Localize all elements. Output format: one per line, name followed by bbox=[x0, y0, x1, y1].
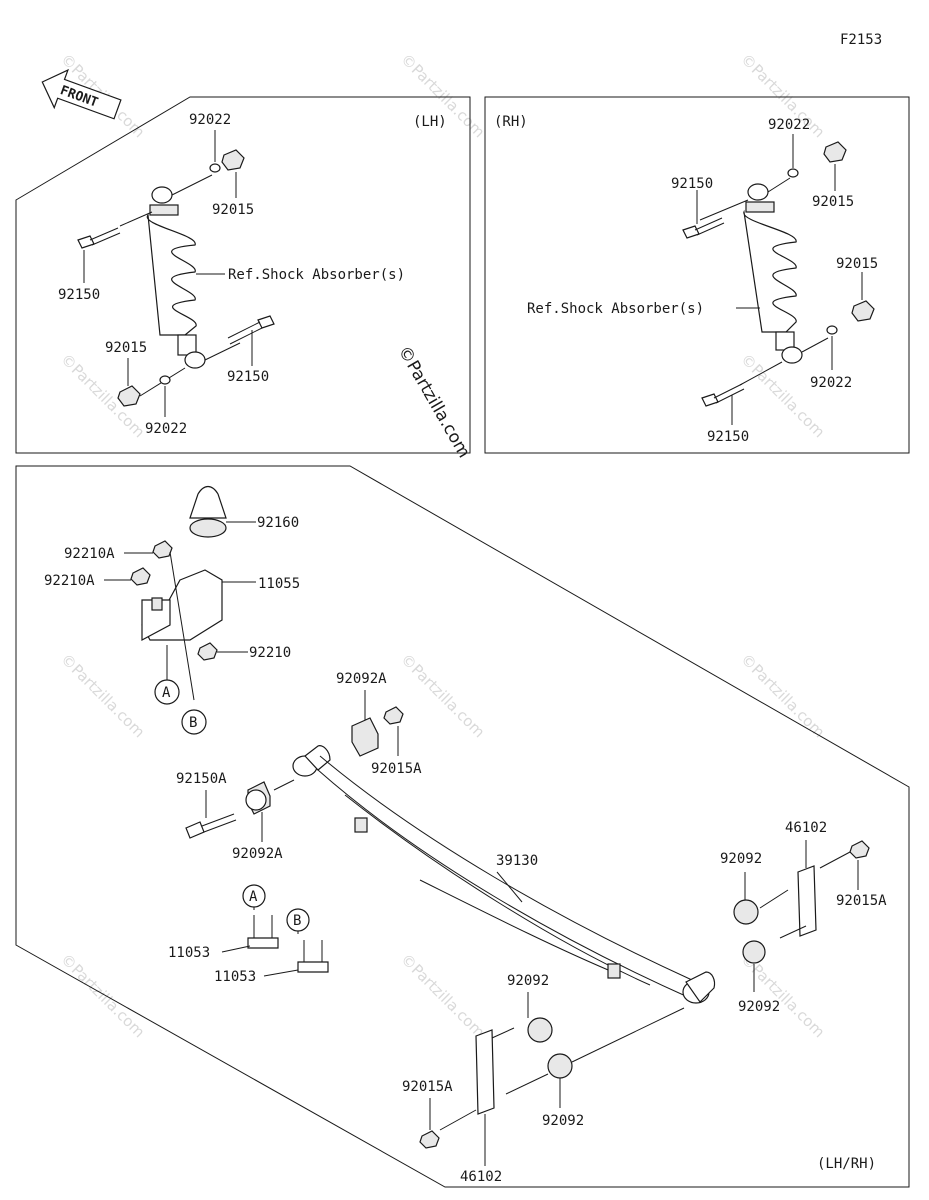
lh-panel-tag: (LH) bbox=[413, 114, 447, 130]
bushing-icon bbox=[733, 899, 759, 925]
shackle-icon bbox=[475, 1029, 495, 1115]
shackle-icon bbox=[797, 865, 817, 937]
bolt-icon bbox=[185, 813, 237, 839]
lh-shock-absorber bbox=[119, 174, 241, 397]
part-label: 92210A bbox=[64, 546, 115, 562]
part-label: 92092 bbox=[738, 999, 780, 1015]
watermark: ©Partzilla.com bbox=[57, 950, 148, 1041]
ref-marker-A bbox=[242, 884, 266, 908]
part-label: 92015 bbox=[812, 194, 854, 210]
nut-icon bbox=[221, 149, 245, 171]
washer-icon bbox=[209, 163, 221, 173]
nut-icon bbox=[117, 385, 141, 407]
nut-icon bbox=[197, 642, 218, 661]
lh-panel: (LH) bbox=[15, 96, 471, 454]
bushing-icon bbox=[527, 1017, 553, 1043]
nut-icon bbox=[419, 1130, 440, 1149]
nut-icon bbox=[849, 840, 870, 859]
washer-icon bbox=[159, 375, 171, 385]
part-label: 92092A bbox=[336, 671, 387, 687]
lh-panel-frame bbox=[15, 96, 471, 454]
part-label: 92092 bbox=[720, 851, 762, 867]
ref-marker-label: A bbox=[162, 685, 171, 701]
ref-marker-B bbox=[286, 908, 310, 932]
watermark: ©Partzilla.com bbox=[397, 650, 488, 741]
lower-panel-frame bbox=[15, 465, 910, 1188]
lower-panel-tag: (LH/RH) bbox=[817, 1156, 876, 1172]
ref-label: Ref.Shock Absorber(s) bbox=[527, 301, 704, 317]
bump-stop-icon bbox=[189, 485, 227, 519]
bolt-icon bbox=[77, 227, 121, 249]
washer-icon bbox=[787, 168, 799, 178]
part-label: 46102 bbox=[460, 1169, 502, 1185]
part-label: 92160 bbox=[257, 515, 299, 531]
part-label: 11055 bbox=[258, 576, 300, 592]
part-label: 92015 bbox=[105, 340, 147, 356]
part-label: 92015 bbox=[212, 202, 254, 218]
part-label: 92150 bbox=[671, 176, 713, 192]
nut-icon bbox=[130, 567, 151, 586]
bolt-icon bbox=[682, 217, 725, 239]
part-label: 92015A bbox=[371, 761, 422, 777]
part-label: 92150A bbox=[176, 771, 227, 787]
watermark: ©Partzilla.com bbox=[737, 950, 828, 1041]
part-label: 39130 bbox=[496, 853, 538, 869]
part-label: 46102 bbox=[785, 820, 827, 836]
rh-panel-tag: (RH) bbox=[494, 114, 528, 130]
bushing-icon bbox=[351, 717, 379, 757]
nut-icon bbox=[152, 540, 173, 559]
part-label: 92015A bbox=[836, 893, 887, 909]
watermark: ©Partzilla.com bbox=[737, 350, 828, 441]
part-label: 92092A bbox=[232, 846, 283, 862]
ref-marker-A bbox=[154, 679, 180, 705]
nut-icon bbox=[851, 300, 875, 322]
rh-panel: (RH) bbox=[484, 96, 910, 454]
part-label: 92022 bbox=[810, 375, 852, 391]
copyright-text: ©Partzilla.com bbox=[394, 343, 474, 462]
part-label: 92210 bbox=[249, 645, 291, 661]
nut-icon bbox=[383, 706, 404, 725]
watermark: ©Partzilla.com bbox=[57, 650, 148, 741]
rh-shock-absorber bbox=[699, 177, 829, 386]
part-label: 11053 bbox=[168, 945, 210, 961]
ref-marker-label: B bbox=[293, 913, 301, 929]
front-arrow-icon: FRONT bbox=[41, 68, 122, 120]
part-label: 92015 bbox=[836, 256, 878, 272]
bolt-icon bbox=[227, 315, 275, 345]
ref-label: Ref.Shock Absorber(s) bbox=[228, 267, 405, 283]
part-label: 92022 bbox=[145, 421, 187, 437]
bushing-icon bbox=[547, 1053, 573, 1079]
part-label: 92022 bbox=[189, 112, 231, 128]
part-label: 92022 bbox=[768, 117, 810, 133]
part-label: 92210A bbox=[44, 573, 95, 589]
watermark: ©Partzilla.com bbox=[397, 950, 488, 1041]
part-label: 92092 bbox=[507, 973, 549, 989]
washer-icon bbox=[826, 325, 838, 335]
bushing-icon bbox=[742, 940, 766, 964]
bolt-icon bbox=[701, 383, 745, 407]
rh-panel-frame bbox=[484, 96, 910, 454]
figure-code: F2153 bbox=[840, 32, 882, 48]
part-label: 92150 bbox=[227, 369, 269, 385]
lower-panel: (LH/RH) A B bbox=[15, 465, 910, 1188]
leaf-spring-icon bbox=[292, 745, 716, 1004]
part-label: 11053 bbox=[214, 969, 256, 985]
ref-marker-label: A bbox=[249, 889, 258, 905]
watermark-layer: ©Partzilla.com ©Partzilla.com ©Partzilla… bbox=[57, 50, 828, 1041]
ref-marker-B bbox=[181, 709, 207, 735]
part-label: 92092 bbox=[542, 1113, 584, 1129]
ref-marker-label: B bbox=[189, 715, 197, 731]
part-label: 92150 bbox=[707, 429, 749, 445]
part-label: 92150 bbox=[58, 287, 100, 303]
nut-icon bbox=[823, 141, 847, 163]
part-label: 92015A bbox=[402, 1079, 453, 1095]
